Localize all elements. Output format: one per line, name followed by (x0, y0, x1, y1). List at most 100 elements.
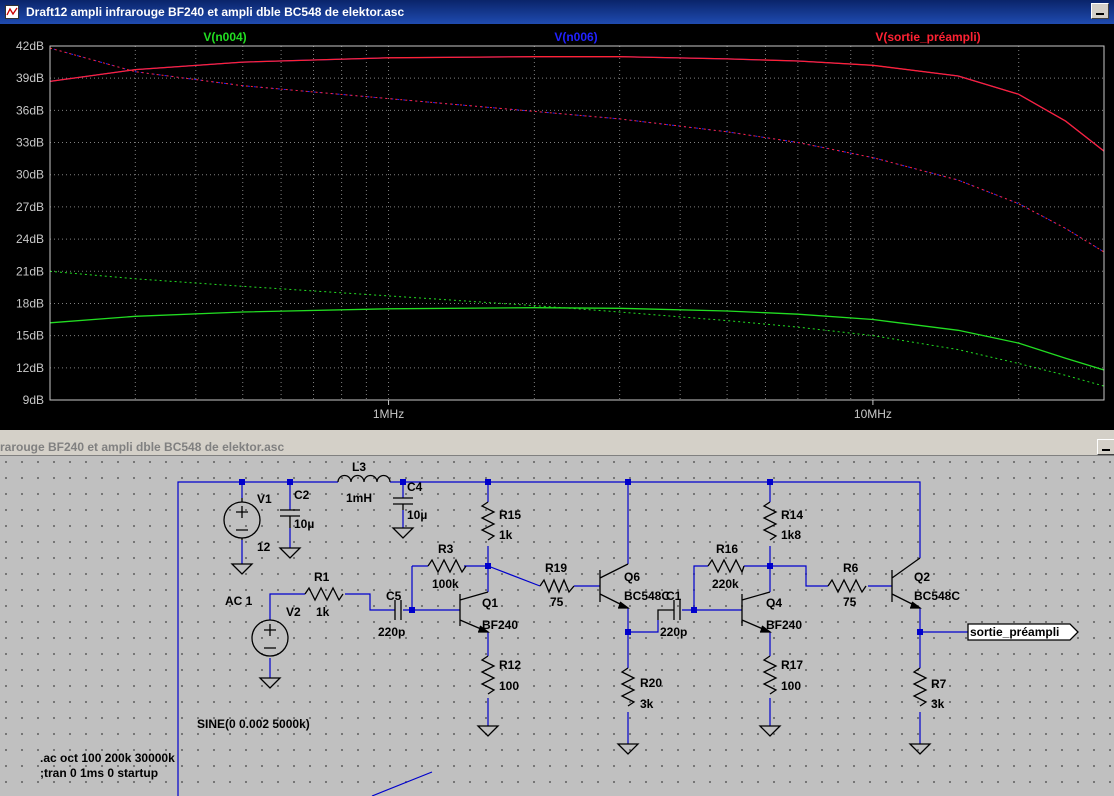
q2-symbol[interactable] (891, 557, 922, 609)
legend-v-n006[interactable]: V(n006) (554, 30, 597, 44)
x-tick-labels: 1MHz 10MHz (373, 400, 892, 421)
r12-symbol[interactable] (480, 655, 496, 695)
wire-q4-r6[interactable] (770, 565, 828, 587)
r1-symbol[interactable] (304, 586, 344, 602)
plot-window-titlebar[interactable]: Draft12 ampli infrarouge BF240 et ampli … (0, 0, 1114, 24)
r3-symbol[interactable] (427, 558, 467, 574)
y-tick-label: 36dB (16, 103, 44, 117)
y-tick-label: 21dB (16, 264, 44, 278)
schematic-canvas[interactable]: V1 12 C2 10µ L3 1mH C4 10µ R15 1k R3 100… (0, 456, 1114, 796)
val-r12: 100 (499, 679, 519, 693)
directive-ac[interactable]: .ac oct 100 200k 30000k (40, 751, 175, 765)
wire-stray[interactable] (371, 771, 433, 796)
val-r1: 1k (316, 605, 330, 619)
bode-plot-svg: 42dB39dB36dB33dB30dB27dB24dB21dB18dB15dB… (16, 30, 1105, 421)
wire-supply-rail-right[interactable] (390, 481, 921, 558)
c2-symbol[interactable] (280, 509, 300, 528)
plot-grid (49, 45, 1105, 401)
plot-frame (49, 45, 1105, 401)
net-label-box[interactable] (967, 623, 1079, 641)
q4-symbol[interactable] (741, 591, 772, 633)
trace-phase-v-n006[interactable] (49, 47, 1105, 253)
legend-v-sortie-preampli[interactable]: V(sortie_préampli) (875, 30, 980, 44)
wire-q6-c1[interactable] (628, 620, 659, 633)
q6-symbol[interactable] (599, 563, 630, 609)
ref-r16: R16 (716, 542, 738, 556)
r17-symbol[interactable] (762, 655, 778, 695)
val-l3: 1mH (346, 491, 372, 505)
y-tick-label: 12dB (16, 361, 44, 375)
c5-symbol[interactable] (394, 600, 402, 620)
ref-r7: R7 (931, 677, 947, 691)
ref-q1: Q1 (482, 596, 498, 610)
ref-r17: R17 (781, 658, 803, 672)
ref-q4: Q4 (766, 596, 782, 610)
directive-tran[interactable]: ;tran 0 1ms 0 startup (40, 766, 158, 780)
waveform-app-icon (5, 5, 19, 19)
y-tick-labels: 42dB39dB36dB33dB30dB27dB24dB21dB18dB15dB… (16, 39, 44, 407)
y-tick-label: 9dB (23, 393, 44, 407)
val-r7: 3k (931, 697, 945, 711)
trace-magnitude-v-n006[interactable] (49, 56, 1105, 152)
r7-symbol[interactable] (912, 667, 928, 707)
y-tick-label: 39dB (16, 71, 44, 85)
x-tick-label: 1MHz (373, 407, 404, 421)
y-tick-label: 33dB (16, 136, 44, 150)
val-q4: BF240 (766, 618, 802, 632)
y-tick-label: 18dB (16, 296, 44, 310)
ref-r3: R3 (438, 542, 454, 556)
r19-symbol[interactable] (539, 578, 575, 594)
wire-collector-r19[interactable] (487, 565, 541, 587)
val-c4: 10µ (407, 508, 427, 522)
source-sine-label: SINE(0 0.002 5000k) (197, 717, 310, 731)
x-tick-label: 10MHz (854, 407, 892, 421)
ref-c5: C5 (386, 589, 402, 603)
y-tick-label: 15dB (16, 329, 44, 343)
plot-minimize-button[interactable] (1091, 3, 1109, 19)
val-c2: 10µ (294, 517, 314, 531)
y-tick-label: 42dB (16, 39, 44, 53)
y-tick-label: 24dB (16, 232, 44, 246)
trace-phase-v-sortie-pr-ampli[interactable] (49, 47, 1105, 253)
schematic-window-titlebar[interactable]: frarouge BF240 et ampli dble BC548 de el… (0, 438, 1114, 456)
q1-symbol[interactable] (459, 591, 490, 633)
ref-l3: L3 (352, 460, 366, 474)
r16-symbol[interactable] (707, 558, 745, 574)
v1-symbol[interactable] (223, 498, 261, 540)
wire-r1-c5[interactable] (345, 593, 395, 611)
r14-symbol[interactable] (762, 501, 778, 541)
v2-symbol[interactable] (251, 619, 289, 657)
val-q6: BC548C (624, 589, 670, 603)
val-r19: 75 (550, 595, 564, 609)
val-c5: 220p (378, 625, 405, 639)
ref-r20: R20 (640, 676, 662, 690)
trace-magnitude-v-n004[interactable] (49, 307, 1105, 371)
r15-symbol[interactable] (480, 501, 496, 541)
wire-r16-left[interactable] (693, 565, 708, 610)
plot-traces (49, 47, 1105, 387)
val-r17: 100 (781, 679, 801, 693)
val-v1: 12 (257, 540, 271, 554)
r20-symbol[interactable] (620, 667, 636, 707)
wire-supply-rail-left[interactable] (177, 481, 338, 796)
val-c1: 220p (660, 625, 687, 639)
val-r14: 1k8 (781, 528, 801, 542)
ground-symbols (230, 527, 932, 755)
ref-r15: R15 (499, 508, 521, 522)
val-r16: 220k (712, 577, 739, 591)
schematic-minimize-button[interactable] (1097, 439, 1114, 455)
ref-q6: Q6 (624, 570, 640, 584)
plot-window-title: Draft12 ampli infrarouge BF240 et ampli … (26, 5, 405, 19)
c1-symbol[interactable] (657, 600, 681, 620)
wire-r1-in[interactable] (269, 593, 305, 620)
c4-symbol[interactable] (393, 497, 413, 510)
y-tick-label: 27dB (16, 200, 44, 214)
legend-v-n004[interactable]: V(n004) (203, 30, 246, 44)
wire-r3-left[interactable] (411, 565, 428, 610)
l3-symbol[interactable] (337, 474, 391, 483)
ref-v2: V2 (286, 605, 301, 619)
trace-magnitude-v-sortie-pr-ampli[interactable] (49, 56, 1105, 152)
ref-r1: R1 (314, 570, 330, 584)
r6-symbol[interactable] (827, 578, 867, 594)
